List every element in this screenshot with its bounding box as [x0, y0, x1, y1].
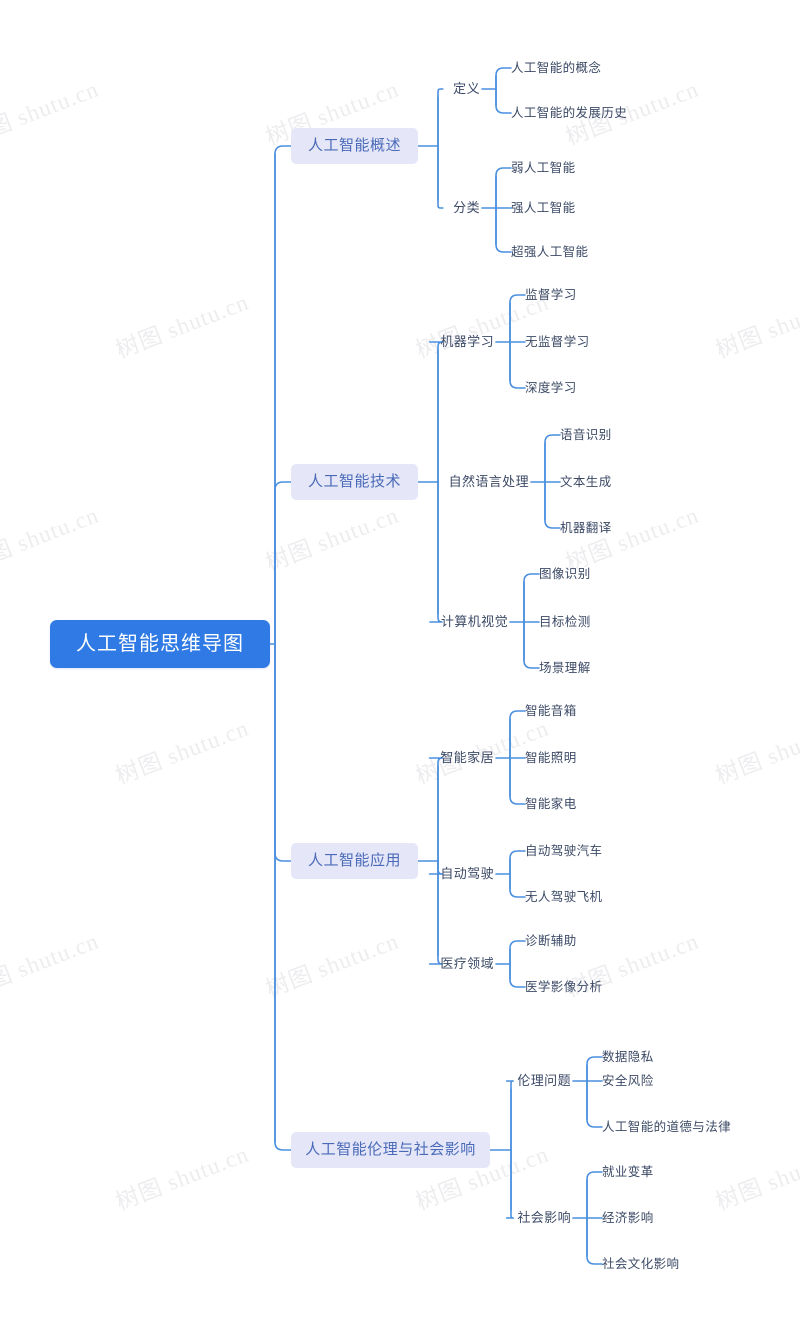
subbranch-node-1-1[interactable]: 自然语言处理: [448, 474, 529, 489]
leaf-node-3-1-2[interactable]: 社会文化影响: [602, 1257, 680, 1271]
leaf-node-0-1-0[interactable]: 弱人工智能: [511, 161, 576, 175]
leaf-node-0-0-1[interactable]: 人工智能的发展历史: [511, 106, 628, 120]
subbranch-node-0-1[interactable]: 分类: [453, 200, 480, 215]
subbranch-node-3-0[interactable]: 伦理问题: [517, 1073, 571, 1088]
leaf-node-2-2-1[interactable]: 医学影像分析: [525, 980, 603, 994]
subbranch-node-0-0[interactable]: 定义: [453, 81, 480, 96]
leaf-node-3-1-0[interactable]: 就业变革: [602, 1165, 654, 1179]
leaf-node-1-0-1[interactable]: 无监督学习: [525, 335, 590, 349]
leaf-node-1-2-0[interactable]: 图像识别: [539, 567, 591, 581]
leaf-node-0-0-0[interactable]: 人工智能的概念: [511, 61, 602, 75]
leaf-node-2-0-2[interactable]: 智能家电: [525, 797, 577, 811]
branch-node-0[interactable]: 人工智能概述: [291, 128, 418, 164]
subbranch-node-1-2[interactable]: 计算机视觉: [440, 614, 508, 629]
leaf-node-0-1-1[interactable]: 强人工智能: [511, 201, 576, 215]
leaf-node-3-0-2[interactable]: 人工智能的道德与法律: [602, 1120, 732, 1134]
leaf-node-2-2-0[interactable]: 诊断辅助: [525, 934, 577, 948]
subbranch-node-2-0[interactable]: 智能家居: [440, 750, 494, 765]
leaf-node-0-1-2[interactable]: 超强人工智能: [511, 245, 589, 259]
subbranch-node-2-1[interactable]: 自动驾驶: [440, 866, 494, 881]
leaf-node-1-2-2[interactable]: 场景理解: [539, 661, 591, 675]
leaf-node-1-1-1[interactable]: 文本生成: [560, 475, 612, 489]
leaf-node-1-0-2[interactable]: 深度学习: [525, 381, 577, 395]
leaf-node-2-1-0[interactable]: 自动驾驶汽车: [525, 844, 603, 858]
leaf-node-3-1-1[interactable]: 经济影响: [602, 1211, 654, 1225]
subbranch-node-2-2[interactable]: 医疗领域: [440, 956, 494, 971]
branch-node-2[interactable]: 人工智能应用: [291, 843, 418, 879]
root-node[interactable]: 人工智能思维导图: [50, 620, 270, 668]
subbranch-node-1-0[interactable]: 机器学习: [440, 334, 494, 349]
branch-node-1[interactable]: 人工智能技术: [291, 464, 418, 500]
leaf-node-1-0-0[interactable]: 监督学习: [525, 288, 577, 302]
leaf-node-2-0-0[interactable]: 智能音箱: [525, 704, 577, 718]
leaf-node-2-0-1[interactable]: 智能照明: [525, 751, 577, 765]
leaf-node-1-2-1[interactable]: 目标检测: [539, 615, 591, 629]
leaf-node-1-1-0[interactable]: 语音识别: [560, 428, 612, 442]
leaf-node-2-1-1[interactable]: 无人驾驶飞机: [525, 890, 603, 904]
leaf-node-3-0-1[interactable]: 安全风险: [602, 1074, 654, 1088]
branch-node-3[interactable]: 人工智能伦理与社会影响: [291, 1132, 490, 1168]
subbranch-node-3-1[interactable]: 社会影响: [517, 1210, 571, 1225]
leaf-node-3-0-0[interactable]: 数据隐私: [602, 1050, 654, 1064]
leaf-node-1-1-2[interactable]: 机器翻译: [560, 521, 612, 535]
